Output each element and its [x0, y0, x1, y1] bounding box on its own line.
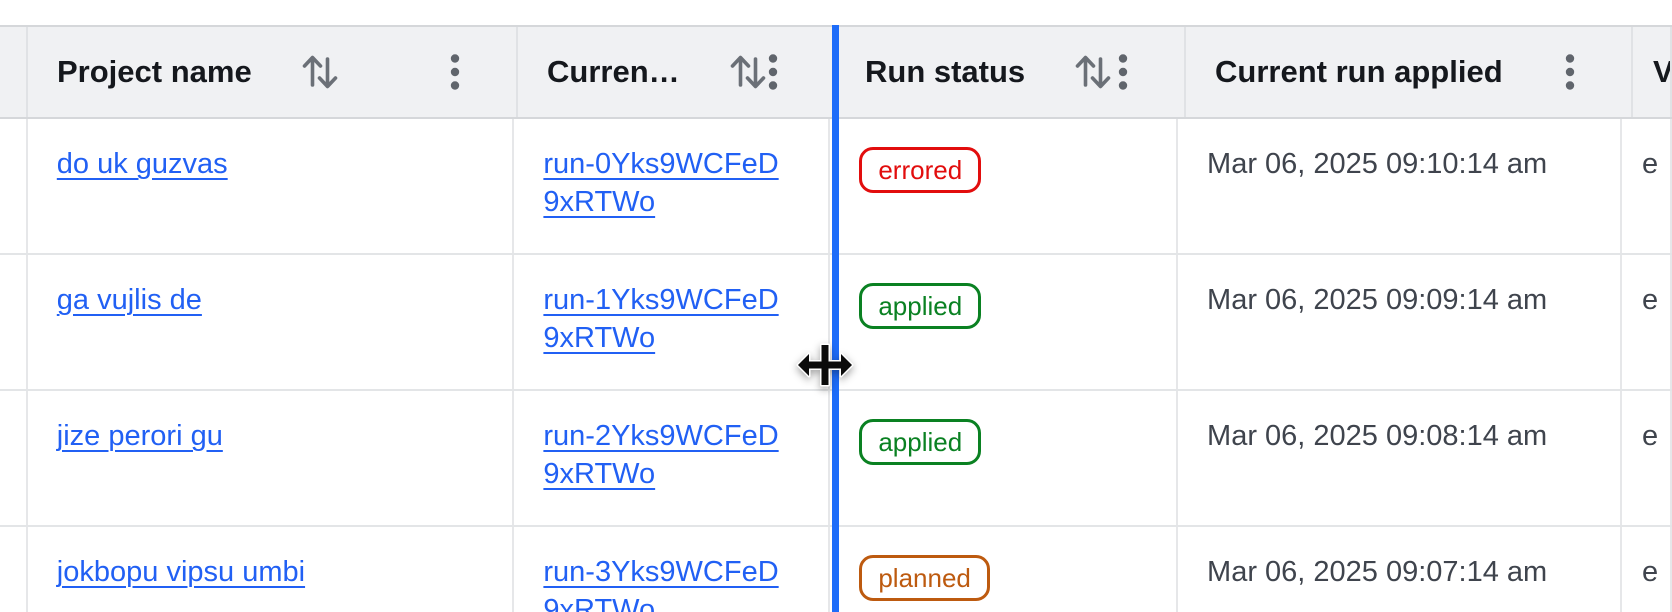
run-applied-timestamp: Mar 06, 2025 09:07:14 am — [1207, 556, 1548, 588]
sort-arrows-icon[interactable] — [1073, 49, 1113, 95]
column-resize-indicator[interactable] — [832, 25, 839, 612]
project-link[interactable]: ga vujlis de — [56, 284, 202, 316]
run-link[interactable]: run-2Yks9WCFeD9xRTWo — [543, 420, 779, 490]
row-stub-cell — [0, 527, 28, 612]
header-cell-run-status: Run status — [836, 27, 1186, 117]
row-stub-cell — [0, 391, 28, 525]
next-column-fragment: e — [1641, 556, 1659, 588]
run-link[interactable]: run-1Yks9WCFeD9xRTWo — [543, 284, 779, 354]
kebab-menu-icon[interactable] — [450, 54, 460, 90]
run-status-badge: applied — [859, 419, 982, 465]
header-cell-project: Project name — [28, 27, 518, 117]
column-header-run-status-label: Run status — [865, 54, 1026, 89]
next-column-fragment: e — [1641, 148, 1659, 180]
run-status-badge: applied — [859, 283, 982, 329]
run-applied-timestamp: Mar 06, 2025 09:09:14 am — [1207, 284, 1548, 316]
project-link[interactable]: jokbopu vipsu umbi — [56, 556, 306, 588]
header-cell-current-run-applied: Current run applied — [1186, 27, 1633, 117]
kebab-menu-icon[interactable] — [1118, 54, 1128, 90]
run-applied-timestamp: Mar 06, 2025 09:10:14 am — [1207, 148, 1548, 180]
kebab-menu-icon[interactable] — [768, 54, 778, 90]
row-stub-cell — [0, 119, 28, 253]
column-header-next-label: V — [1653, 54, 1672, 89]
sort-arrows-icon[interactable] — [728, 49, 768, 95]
horizontal-resize-cursor-icon — [796, 343, 854, 387]
run-status-badge: planned — [859, 555, 990, 601]
project-link[interactable]: jize perori gu — [56, 420, 223, 452]
kebab-menu-icon[interactable] — [1565, 54, 1575, 90]
row-stub-cell — [0, 255, 28, 389]
top-whitespace — [0, 0, 1672, 25]
column-header-project-label: Project name — [57, 54, 252, 89]
run-link[interactable]: run-3Yks9WCFeD9xRTWo — [543, 556, 779, 612]
sort-arrows-icon[interactable] — [300, 49, 340, 95]
project-link[interactable]: do uk guzvas — [56, 148, 228, 180]
header-cell-current-run: Curren… — [518, 27, 836, 117]
next-column-fragment: e — [1641, 420, 1659, 452]
column-header-current-run-applied-label: Current run applied — [1215, 54, 1503, 89]
column-header-current-run-label: Curren… — [547, 54, 680, 89]
next-column-fragment: e — [1641, 284, 1659, 316]
header-cell-next-column: V — [1633, 27, 1672, 117]
header-cell-stub — [0, 27, 28, 117]
run-applied-timestamp: Mar 06, 2025 09:08:14 am — [1207, 420, 1548, 452]
run-status-badge: errored — [859, 147, 982, 193]
run-link[interactable]: run-0Yks9WCFeD9xRTWo — [543, 148, 779, 218]
